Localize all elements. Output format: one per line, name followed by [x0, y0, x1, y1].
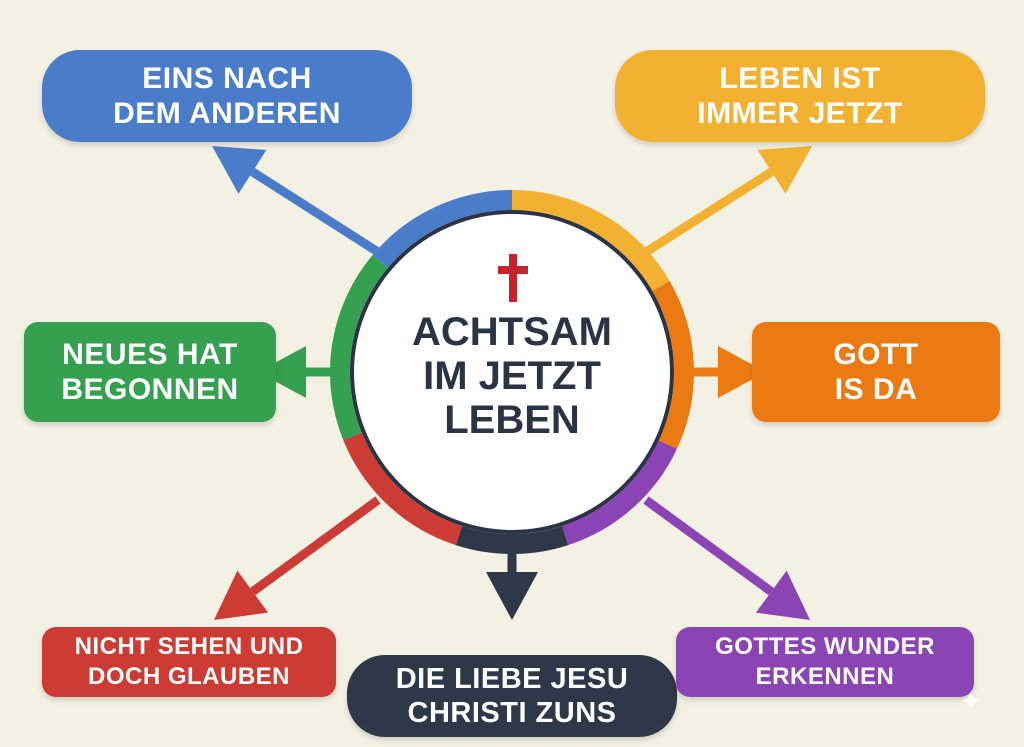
- arrow-to-gottes-wunder-erkennen: [643, 496, 810, 620]
- ring-segment-die-liebe-jesu-christi-zuns: [455, 526, 569, 554]
- ring-segment-eins-nach-dem-anderen: [372, 190, 513, 268]
- node-leben-ist-immer-jetzt: LEBEN IST IMMER JETZT: [615, 50, 985, 142]
- center-ring: [330, 190, 694, 554]
- center-title: ACHTSAM IM JETZT LEBEN: [412, 310, 612, 442]
- arrow-to-leben-ist-immer-jetzt: [643, 146, 812, 256]
- center-circle-fill: [330, 190, 694, 554]
- cross-icon: [498, 254, 528, 302]
- ring-segment-leben-ist-immer-jetzt: [511, 190, 670, 292]
- arrow-to-eins-nach-dem-anderen: [212, 146, 381, 256]
- sparkle-icon: ✦: [960, 686, 982, 716]
- connector-arrows: [212, 146, 812, 620]
- node-label: GOTTES WUNDER ERKENNEN: [715, 633, 935, 690]
- node-label: GOTT IS DA: [833, 338, 919, 406]
- node-nicht-sehen-und-doch-glauben: NICHT SEHEN UND DOCH GLAUBEN: [42, 627, 336, 697]
- node-label: EINS NACH DEM ANDEREN: [113, 62, 341, 130]
- node-label: NEUES HAT BEGONNEN: [61, 338, 239, 406]
- node-label: DIE LIEBE JESU CHRISTI ZUNS: [395, 663, 629, 729]
- node-neues-hat-begonnen: NEUES HAT BEGONNEN: [24, 322, 276, 422]
- ring-segment-gottes-wunder-erkennen: [561, 440, 677, 546]
- ring-segment-gott-is-da: [652, 281, 694, 449]
- arrow-to-neues-hat-begonnen: [258, 346, 334, 398]
- node-eins-nach-dem-anderen: EINS NACH DEM ANDEREN: [42, 50, 412, 142]
- arrow-to-nicht-sehen-und-doch-glauben: [214, 496, 381, 620]
- center-inner-ring: [350, 210, 674, 534]
- arrow-to-die-liebe-jesu-christi-zuns: [486, 548, 538, 620]
- node-label: LEBEN IST IMMER JETZT: [697, 62, 903, 130]
- node-label: NICHT SEHEN UND DOCH GLAUBEN: [74, 633, 304, 690]
- node-die-liebe-jesu-christi-zuns: DIE LIEBE JESU CHRISTI ZUNS: [347, 655, 677, 737]
- node-gott-is-da: GOTT IS DA: [752, 322, 1000, 422]
- node-gottes-wunder-erkennen: GOTTES WUNDER ERKENNEN: [676, 627, 974, 697]
- ring-segment-nicht-sehen-und-doch-glauben: [343, 432, 463, 546]
- arrow-to-gott-is-da: [690, 346, 766, 398]
- ring-segment-neues-hat-begonnen: [330, 255, 388, 441]
